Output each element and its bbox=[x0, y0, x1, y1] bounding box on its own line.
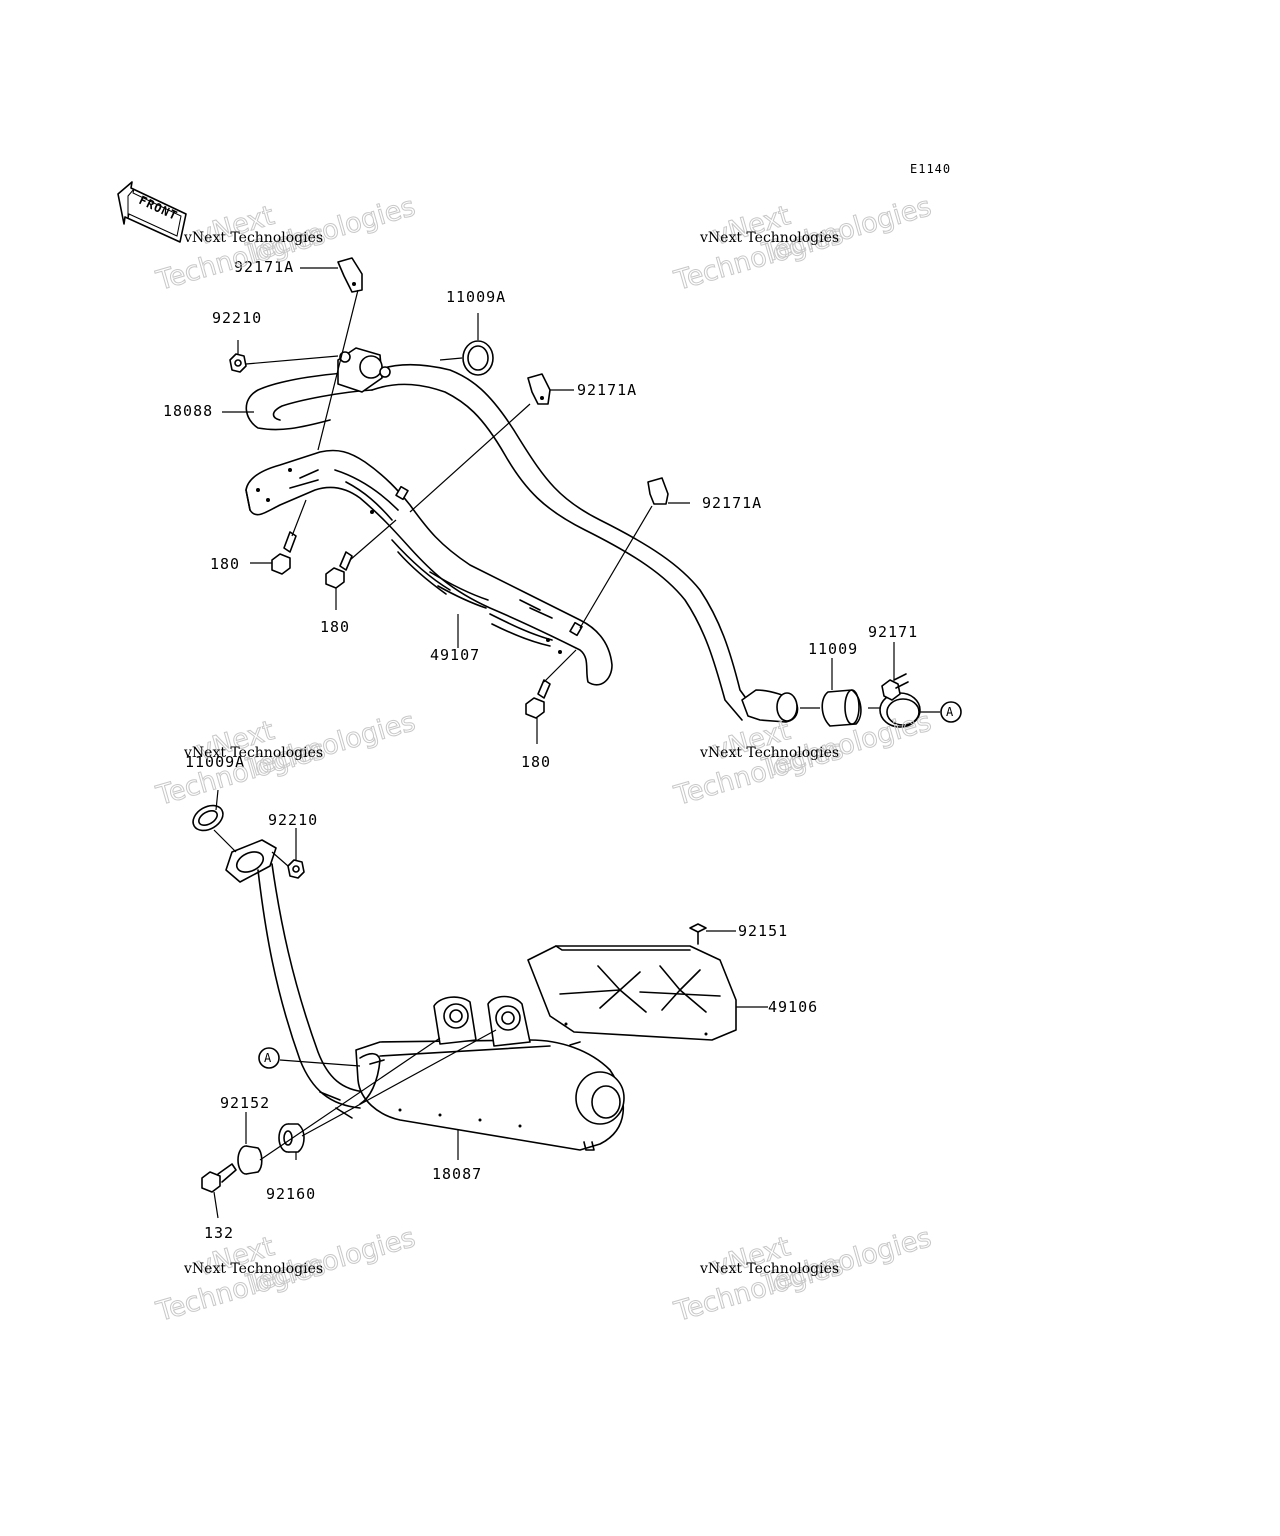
callout-92171: 92171 bbox=[868, 623, 918, 641]
watermark-top-right: vNext Technologies Technologies vNext Te… bbox=[670, 191, 935, 298]
watermark-mid-left: vNext Technologies Technologies vNext Te… bbox=[152, 706, 419, 813]
grommet-92160 bbox=[278, 1123, 305, 1153]
svg-text:vNext Technologies: vNext Technologies bbox=[699, 230, 839, 246]
bolt-132 bbox=[201, 1163, 237, 1193]
callout-92171A-3: 92171A bbox=[702, 494, 762, 512]
svg-text:vNext Technologies: vNext Technologies bbox=[183, 1261, 323, 1277]
callout-180-3: 180 bbox=[521, 753, 551, 771]
watermark-top-left: vNext Technologies Technologies vNext Te… bbox=[152, 191, 419, 298]
callout-180-2: 180 bbox=[320, 618, 350, 636]
bolt-180-1 bbox=[271, 531, 297, 575]
svg-text:A: A bbox=[946, 705, 954, 719]
bracket-92171A-1 bbox=[337, 257, 363, 293]
gasket-11009A-upper bbox=[462, 340, 494, 376]
screw-92151 bbox=[689, 923, 707, 945]
clamp-92171 bbox=[879, 673, 921, 728]
callout-92152: 92152 bbox=[220, 1094, 270, 1112]
svg-text:vNext Technologies: vNext Technologies bbox=[183, 745, 323, 761]
watermark-bottom-left: vNext Technologies Technologies vNext Te… bbox=[152, 1222, 419, 1329]
svg-text:A: A bbox=[264, 1051, 272, 1065]
muffler-18087 bbox=[225, 839, 625, 1151]
callout-92210-2: 92210 bbox=[268, 811, 318, 829]
callout-92151: 92151 bbox=[738, 922, 788, 940]
bracket-92171A-3 bbox=[647, 477, 669, 505]
callout-18088: 18088 bbox=[163, 402, 213, 420]
ref-marker-a-lower: A bbox=[258, 1047, 280, 1069]
callout-49107: 49107 bbox=[430, 646, 480, 664]
svg-text:vNext Technologies: vNext Technologies bbox=[699, 1261, 839, 1277]
bracket-92171A-2 bbox=[527, 373, 551, 405]
watermark-bottom-right: vNext Technologies Technologies vNext Te… bbox=[670, 1222, 935, 1329]
ref-marker-a-upper: A bbox=[940, 701, 962, 723]
header-pipe-18088 bbox=[245, 347, 799, 723]
front-arrow-icon: FRONT bbox=[117, 181, 187, 243]
figure-code: E1140 bbox=[910, 162, 951, 176]
callout-92160: 92160 bbox=[266, 1185, 316, 1203]
callout-92171A-2: 92171A bbox=[577, 381, 637, 399]
heat-shield-49107 bbox=[245, 449, 613, 686]
watermark-mid-right: vNext Technologies Technologies vNext Te… bbox=[670, 706, 935, 813]
callout-180-1: 180 bbox=[210, 555, 240, 573]
callout-132: 132 bbox=[204, 1224, 234, 1242]
sleeve-11009 bbox=[821, 689, 862, 727]
callout-11009A-2: 11009A bbox=[185, 753, 245, 771]
svg-text:vNext Technologies: vNext Technologies bbox=[699, 745, 839, 761]
callout-11009A-1: 11009A bbox=[446, 288, 506, 306]
gasket-11009A-lower bbox=[192, 804, 224, 832]
callout-49106: 49106 bbox=[768, 998, 818, 1016]
svg-text:vNext Technologies: vNext Technologies bbox=[183, 230, 323, 246]
callout-18087: 18087 bbox=[432, 1165, 482, 1183]
leader-lines-upper bbox=[222, 267, 940, 744]
callout-92210-1: 92210 bbox=[212, 309, 262, 327]
nut-92210-lower bbox=[287, 859, 305, 879]
leader-lines-lower bbox=[213, 789, 768, 1219]
callout-92171A-1: 92171A bbox=[234, 258, 294, 276]
callout-11009: 11009 bbox=[808, 640, 858, 658]
bolt-180-3 bbox=[525, 679, 551, 719]
bolt-180-2 bbox=[325, 551, 353, 589]
heat-shield-49106 bbox=[527, 945, 737, 1041]
nut-92210-upper bbox=[229, 353, 247, 373]
collar-92152 bbox=[237, 1145, 263, 1175]
